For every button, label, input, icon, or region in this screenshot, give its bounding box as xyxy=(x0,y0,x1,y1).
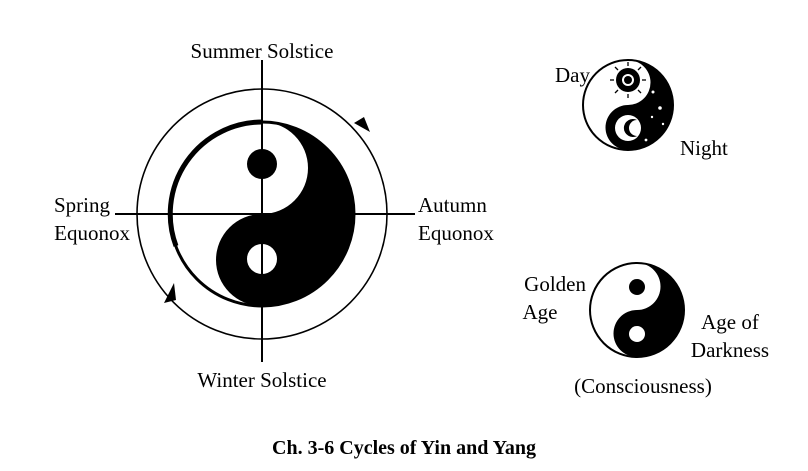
ages-symbol xyxy=(589,262,685,358)
label-dark-line2: Darkness xyxy=(690,338,770,362)
label-day: Day xyxy=(555,63,590,87)
label-spring-line1: Spring xyxy=(53,193,110,217)
label-summer-solstice: Summer Solstice xyxy=(190,39,334,63)
label-autumn-line1: Autumn xyxy=(418,193,487,217)
moon-icon xyxy=(623,119,637,137)
figure-caption: Ch. 3-6 Cycles of Yin and Yang xyxy=(272,437,536,459)
label-winter-solstice: Winter Solstice xyxy=(197,368,327,392)
label-spring-line2: Equonox xyxy=(54,221,130,245)
sun-rays-icon xyxy=(610,62,646,98)
star-icons xyxy=(644,90,665,142)
label-autumn-line2: Equonox xyxy=(418,221,494,245)
label-golden-line2: Age xyxy=(522,300,558,324)
clockwise-arrow-bottom-left xyxy=(164,283,176,303)
label-night: Night xyxy=(680,136,728,160)
day-night-symbol xyxy=(582,59,674,151)
clockwise-arrow-top-right xyxy=(354,117,370,132)
label-golden-line1: Golden xyxy=(524,272,586,296)
label-dark-line1: Age of xyxy=(701,310,759,334)
label-consciousness: (Consciousness) xyxy=(574,374,712,398)
season-cycle-diagram xyxy=(115,60,415,362)
